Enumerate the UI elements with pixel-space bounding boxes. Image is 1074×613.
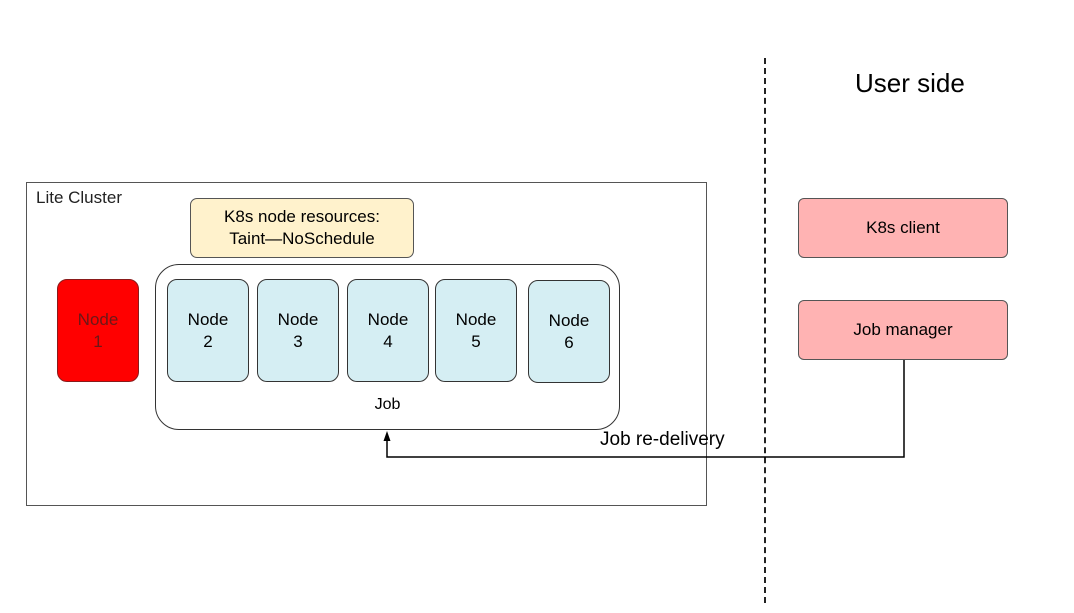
lite-cluster-label: Lite Cluster	[36, 188, 122, 207]
node-2-word: Node	[187, 309, 229, 329]
node-4-number: 4	[383, 331, 393, 351]
node-3: Node 3	[257, 279, 339, 382]
node-1-failed: Node 1	[57, 279, 139, 382]
taint-note-line1: K8s node resources:	[224, 207, 380, 226]
job-group	[155, 264, 620, 430]
user-side-title: User side	[855, 68, 965, 98]
node-3-number: 3	[293, 331, 303, 351]
taint-note: K8s node resources: Taint—NoSchedule	[190, 198, 414, 258]
taint-note-line2: Taint—NoSchedule	[229, 229, 375, 248]
node-1-word: Node	[77, 309, 119, 329]
node-5-number: 5	[471, 331, 481, 351]
node-2-number: 2	[203, 331, 213, 351]
lite-cluster-container	[26, 182, 707, 506]
k8s-client-label: K8s client	[866, 218, 940, 237]
user-side-divider	[764, 58, 766, 603]
node-3-word: Node	[277, 309, 319, 329]
node-6-word: Node	[548, 310, 590, 330]
node-4-word: Node	[367, 309, 409, 329]
node-1-number: 1	[93, 331, 103, 351]
job-manager-box: Job manager	[798, 300, 1008, 360]
job-label: Job	[374, 396, 401, 413]
node-4: Node 4	[347, 279, 429, 382]
node-2: Node 2	[167, 279, 249, 382]
node-6: Node 6	[528, 280, 610, 383]
job-redelivery-label: Job re-delivery	[600, 429, 725, 450]
node-5-word: Node	[455, 309, 497, 329]
k8s-client-box: K8s client	[798, 198, 1008, 258]
node-5: Node 5	[435, 279, 517, 382]
node-6-number: 6	[564, 332, 574, 352]
job-manager-label: Job manager	[853, 320, 953, 339]
